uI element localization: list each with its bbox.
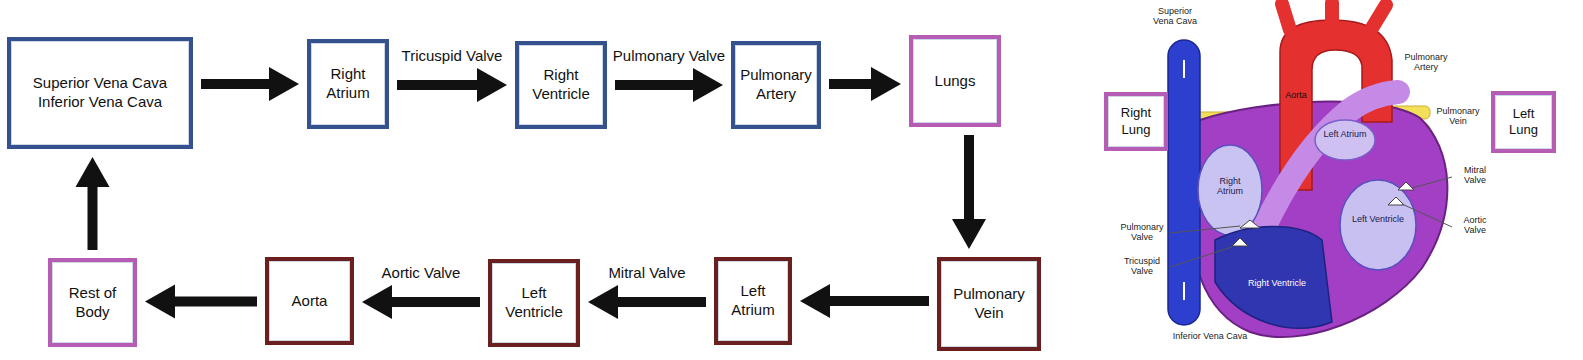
body-box: Rest of Body	[49, 259, 136, 346]
node-text: Left Ventricle	[497, 284, 571, 322]
arrow-shaft	[615, 80, 697, 90]
arrow-shaft	[397, 80, 481, 90]
chamber-box: Left Atrium	[715, 258, 791, 344]
arrow-shaft	[171, 297, 257, 307]
flow-arrow	[588, 285, 706, 319]
flow-arrow	[201, 67, 299, 101]
valve-label: Pulmonary Valve	[611, 47, 727, 65]
node-text: Pulmonary Artery	[740, 66, 812, 104]
flow-arrow	[397, 68, 507, 102]
valve-label: Tricuspid Valve	[400, 47, 505, 65]
flow-arrow	[829, 67, 901, 101]
node-text: Right Ventricle	[524, 66, 598, 104]
arrow-shaft	[201, 79, 273, 89]
vessel-box: Pulmonary Artery	[732, 42, 820, 128]
arrow-shaft	[829, 79, 875, 89]
node-text: Left Lung	[1500, 106, 1547, 139]
arrow-shaft	[388, 297, 480, 307]
part-label: Right Atrium	[1207, 176, 1253, 197]
node-text: Right Atrium	[316, 65, 380, 103]
part-label: Aorta	[1281, 90, 1311, 100]
flow-arrow	[952, 135, 986, 249]
part-label: Right Ventricle	[1246, 278, 1308, 288]
arrow-shaft	[964, 135, 974, 223]
arrow-shaft	[88, 183, 98, 250]
arrow-head	[952, 219, 986, 249]
arrow-head	[269, 67, 299, 101]
vessel-box: Pulmonary Vein	[938, 258, 1040, 350]
arrow-head	[76, 157, 110, 187]
part-label: Pulmonary Artery	[1398, 52, 1454, 73]
node-text: Lungs	[935, 72, 976, 91]
arrow-head	[145, 285, 175, 319]
part-label: Aortic Valve	[1454, 215, 1496, 236]
arrow-head	[871, 67, 901, 101]
chamber-box: Right Atrium	[308, 40, 388, 128]
chamber-box: Left Ventricle	[489, 260, 579, 346]
arrow-shaft	[826, 296, 929, 306]
part-label: Superior Vena Cava	[1150, 6, 1200, 27]
node-text: Rest of Body	[57, 284, 128, 322]
arrow-head	[800, 284, 830, 318]
node-text: Left Atrium	[723, 282, 783, 320]
lung-box: Right Lung	[1105, 93, 1167, 150]
node-text: Inferior Vena Cava	[38, 93, 162, 112]
arrow-head	[588, 285, 618, 319]
node-text: Aorta	[292, 292, 328, 311]
part-label: Pulmonary Vein	[1433, 106, 1483, 127]
part-label: Inferior Vena Cava	[1160, 331, 1260, 341]
node-text: Superior Vena Cava	[33, 74, 167, 93]
arrow-head	[362, 285, 392, 319]
node-text: Pulmonary Vein	[946, 285, 1032, 323]
part-label: Mitral Valve	[1454, 165, 1496, 186]
part-label: Pulmonary Valve	[1116, 222, 1168, 243]
flow-arrow	[615, 68, 723, 102]
flow-arrow	[800, 284, 929, 318]
arrow-shaft	[614, 297, 706, 307]
valve-label: Aortic Valve	[380, 264, 463, 282]
flow-arrow	[76, 157, 110, 250]
flow-arrow	[362, 285, 480, 319]
part-label: Left Atrium	[1320, 129, 1370, 139]
organ-box: Lungs	[910, 36, 1000, 126]
part-label: Tricuspid Valve	[1116, 256, 1168, 277]
valve-label: Mitral Valve	[606, 264, 687, 282]
node-text: Right Lung	[1113, 105, 1159, 138]
lung-box: Left Lung	[1492, 92, 1555, 152]
flow-arrow	[145, 285, 257, 319]
arrow-head	[477, 68, 507, 102]
chamber-box: Right Ventricle	[516, 42, 606, 128]
arrow-head	[693, 68, 723, 102]
vessel-box: Superior Vena CavaInferior Vena Cava	[8, 38, 192, 148]
vessel-box: Aorta	[266, 258, 353, 344]
part-label: Left Ventricle	[1350, 214, 1406, 224]
